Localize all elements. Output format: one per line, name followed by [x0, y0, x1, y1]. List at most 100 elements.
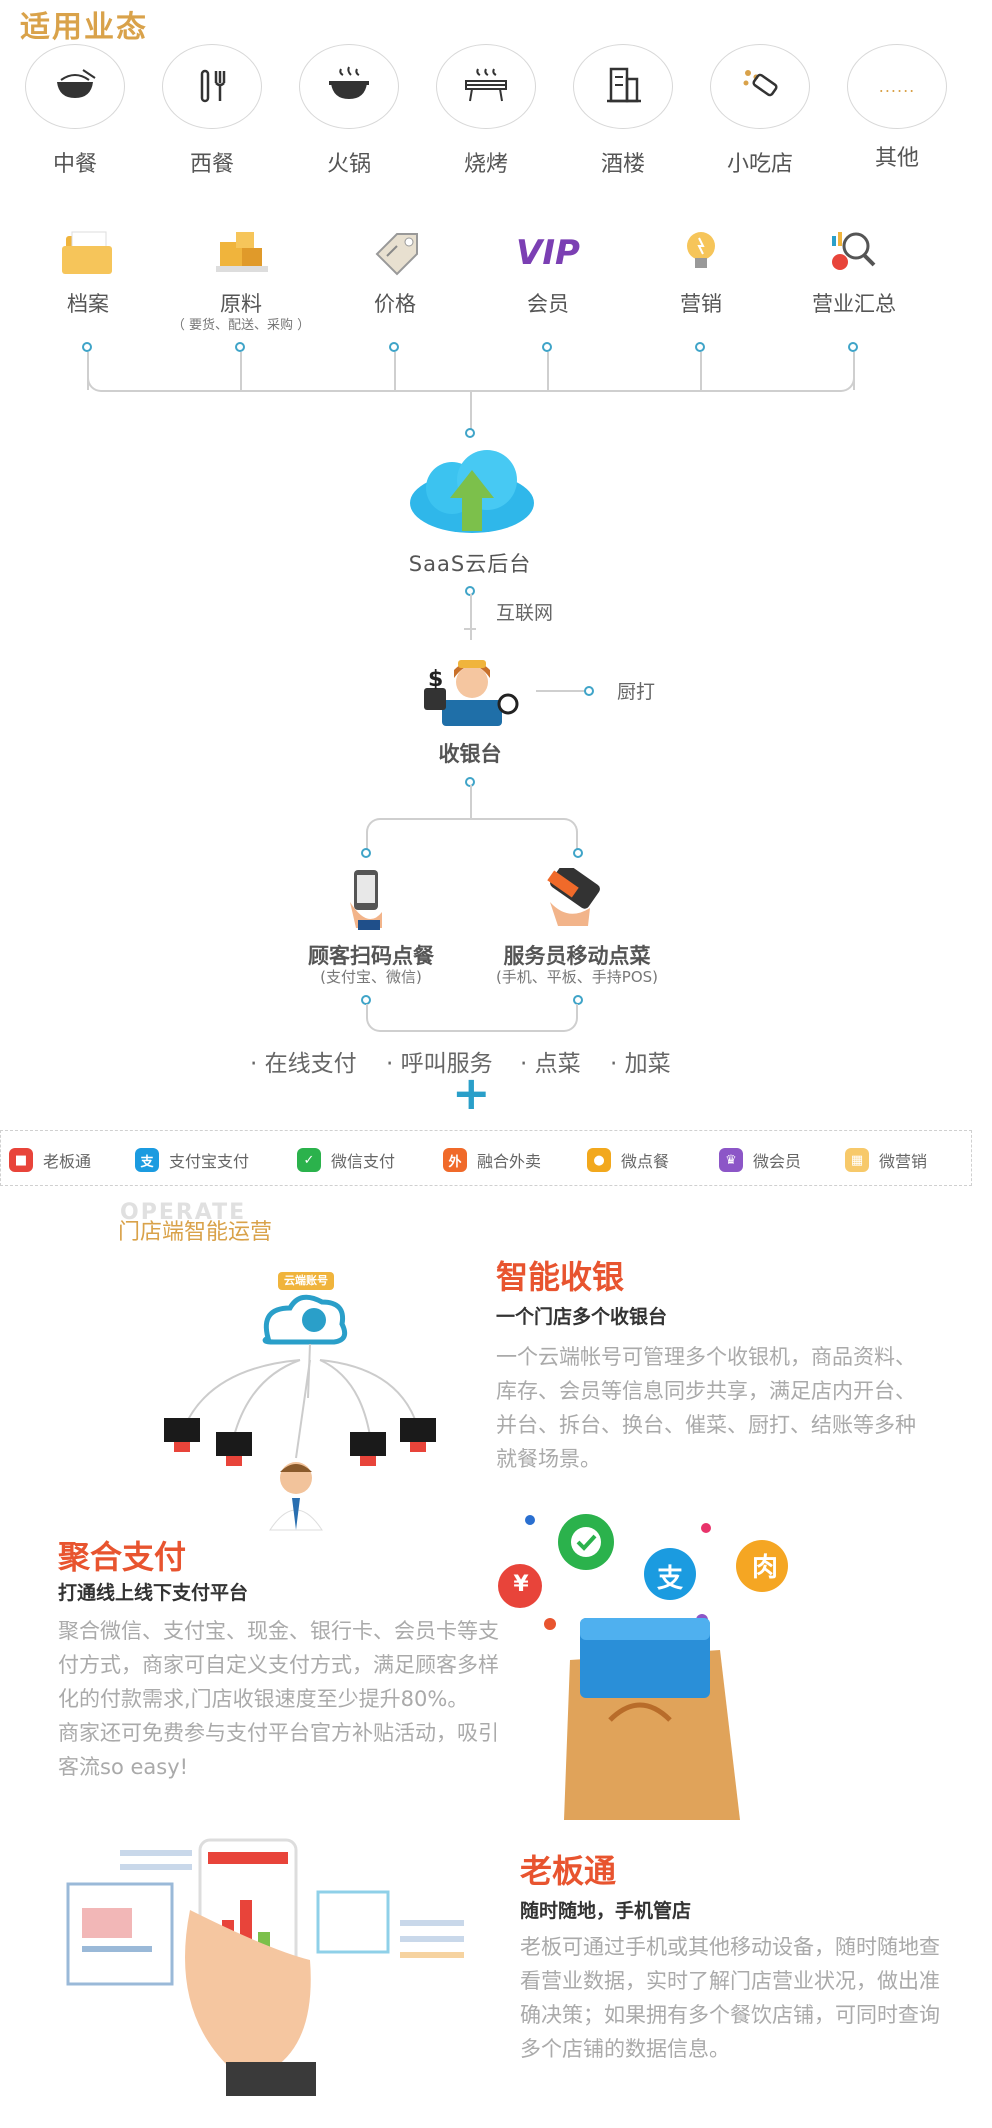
connector — [853, 352, 855, 390]
connector — [464, 628, 476, 630]
category-rice-bowl[interactable] — [25, 44, 125, 129]
bbq-grill-icon — [462, 65, 510, 109]
wechat-order-icon: ● — [587, 1148, 611, 1172]
connector — [470, 594, 472, 640]
crown-icon: ♛ — [719, 1148, 743, 1172]
category-label: 火锅 — [326, 152, 371, 177]
category-bbq-grill[interactable] — [436, 44, 536, 129]
operate-title: 门店端智能运营 — [118, 1220, 273, 1245]
connector — [394, 352, 396, 390]
smart-cashier-title: 智能收银 — [496, 1258, 625, 1296]
service-label: 支付宝支付 — [169, 1152, 250, 1171]
module-label: 价格 — [374, 292, 416, 316]
watermark: OPERATE — [120, 1200, 247, 1225]
category-snack[interactable] — [710, 44, 810, 129]
connector-dot — [82, 342, 92, 352]
hotpot-icon — [327, 65, 371, 109]
service-label: 融合外卖 — [477, 1152, 542, 1171]
connector — [547, 352, 549, 390]
boss-desc: 老板可通过手机或其他移动设备，随时随地查 看营业数据，实时了解门店营业状况，做出… — [520, 1935, 940, 2061]
connector — [470, 392, 472, 432]
service-label: 微点餐 — [621, 1152, 670, 1171]
connector-bracket — [366, 818, 578, 852]
module-sublabel: （ 要货、配送、采购 ） — [171, 318, 311, 333]
customer-scan-order-label: 顾客扫码点餐 — [308, 944, 434, 968]
service-boss-app[interactable]: ■老板通 — [9, 1148, 91, 1172]
category-label: 西餐 — [189, 152, 234, 177]
module-label: 会员 — [527, 292, 569, 316]
svg-text:$: $ — [428, 667, 443, 692]
feature-order: · 点菜 — [520, 1051, 581, 1077]
boxes-icon — [201, 225, 281, 281]
service-wechat-order[interactable]: ● 微点餐 — [587, 1148, 669, 1172]
rice-bowl-icon — [53, 68, 97, 106]
alipay-icon: 支 — [657, 1564, 684, 1594]
folder-icon — [48, 225, 128, 281]
connector — [87, 352, 89, 390]
payment-desc: 聚合微信、支付宝、现金、银行卡、会员卡等支 付方式，商家可自定义支付方式，满足顾… — [58, 1619, 499, 1779]
cloud-label: SaaS云后台 — [408, 552, 532, 576]
service-label: 老板通 — [43, 1152, 92, 1171]
module-label: 营业汇总 — [812, 292, 896, 316]
smart-cashier-subtitle: 一个门店多个收银台 — [496, 1306, 668, 1328]
connector-dot — [848, 342, 858, 352]
category-label: 小吃店 — [726, 152, 793, 177]
lightbulb-icon — [661, 225, 741, 281]
cloud-account-tag: 云端账号 — [284, 1274, 328, 1287]
gift-icon: ▦ — [845, 1148, 869, 1172]
payment-title: 聚合支付 — [58, 1538, 187, 1576]
connector-dot — [542, 342, 552, 352]
service-takeout[interactable]: 外融合外卖 — [443, 1148, 541, 1172]
smart-cashier-desc: 一个云端帐号可管理多个收银机，商品资料、 库存、会员等信息同步共享，满足店内开台… — [496, 1345, 916, 1471]
connector-dot — [573, 848, 583, 858]
module-label: 档案 — [67, 292, 109, 316]
feature-add-dish: · 加菜 — [610, 1051, 671, 1077]
service-label: 微营销 — [879, 1152, 928, 1171]
vip-crown-icon: VIP — [508, 225, 588, 281]
connector-bracket — [87, 372, 855, 392]
customer-scan-sub: (支付宝、微信) — [320, 968, 422, 986]
module-label: 原料 — [220, 292, 262, 316]
service-label: 微会员 — [753, 1152, 802, 1171]
connector-dot — [573, 995, 583, 1005]
service-crown[interactable]: ♛ 微会员 — [719, 1148, 801, 1172]
category-building[interactable] — [573, 44, 673, 129]
connector-dot — [361, 848, 371, 858]
cloud-account-diagram — [150, 1268, 460, 1542]
category-hotpot[interactable] — [299, 44, 399, 129]
yen-icon: ¥ — [513, 1572, 529, 1597]
category-label: 酒楼 — [600, 152, 645, 177]
waiter-order-sub: (手机、平板、手持POS) — [495, 968, 659, 986]
connector-dot — [584, 686, 594, 696]
cashier-person-icon: $ — [422, 648, 522, 732]
fork-knife-icon — [192, 65, 232, 109]
connector-dot — [695, 342, 705, 352]
category-label: 其他 — [874, 146, 919, 171]
price-tag-icon — [355, 225, 435, 281]
feature-online-pay: · 在线支付 — [250, 1051, 357, 1077]
waiter-order-label: 服务员移动点菜 — [503, 944, 651, 968]
boss-title: 老板通 — [520, 1852, 617, 1890]
connector-bracket — [366, 1004, 578, 1032]
wechat-pay-icon: ✓ — [297, 1148, 321, 1172]
alipay-icon: 支 — [135, 1148, 159, 1172]
connector — [700, 352, 702, 390]
category-ellipsis[interactable]: ...... — [847, 44, 947, 129]
internet-label: 互联网 — [496, 602, 554, 624]
phone-scan-icon — [348, 868, 388, 934]
kitchen-print-label: 厨打 — [617, 681, 656, 703]
connector-dot — [465, 428, 475, 438]
connector — [470, 785, 472, 819]
service-wechat-pay[interactable]: ✓微信支付 — [297, 1148, 395, 1172]
takeout-icon: 外 — [443, 1148, 467, 1172]
snack-icon — [738, 65, 782, 109]
cashier-label: 收银台 — [438, 742, 502, 766]
payment-bag-illustration: 肉 — [490, 1500, 830, 1834]
svg-text:肉: 肉 — [752, 1553, 778, 1583]
vip-badge: VIP — [516, 233, 580, 273]
category-fork-knife[interactable] — [162, 44, 262, 129]
service-alipay[interactable]: 支支付宝支付 — [135, 1148, 249, 1172]
category-label: 中餐 — [52, 152, 97, 177]
service-gift[interactable]: ▦ 微营销 — [845, 1148, 927, 1172]
boss-subtitle: 随时随地，手机管店 — [520, 1900, 692, 1922]
